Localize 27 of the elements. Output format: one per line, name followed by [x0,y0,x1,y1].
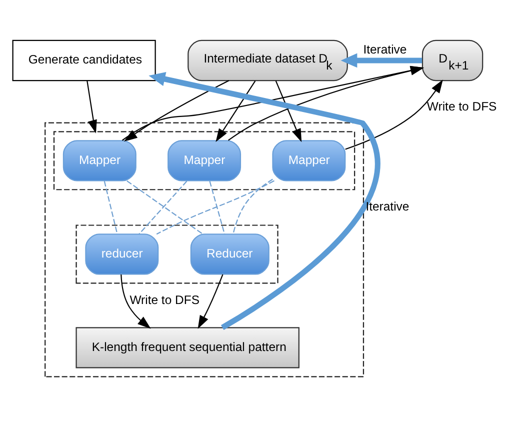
node-box: K-length frequent sequential pattern [76,327,300,368]
connector [156,180,274,235]
node-box: Mapper [62,140,136,182]
edge-label: Iterative [363,42,407,57]
arrow [275,80,302,142]
edge-label: Write to DFS [130,293,200,308]
node-box: Generate candidates [12,40,156,82]
arrow [120,274,151,329]
cluster [44,122,364,378]
arrow [340,53,422,68]
node-box: reducer [85,234,159,275]
connector [209,181,226,234]
connector [232,178,273,234]
node-box: Mapper [272,140,346,182]
edge-label: Write to DFS [426,99,497,114]
arrow [148,72,380,330]
arrow [198,274,224,329]
node-box: Reducer [190,234,270,275]
connector [104,181,118,234]
arrow [345,80,443,150]
node-box: Mapper [168,140,242,182]
cluster [76,224,278,284]
connector [138,180,188,234]
arrow [86,80,97,134]
edge-label: Iterative [366,200,410,214]
connector [126,180,203,234]
arrow [216,80,256,142]
